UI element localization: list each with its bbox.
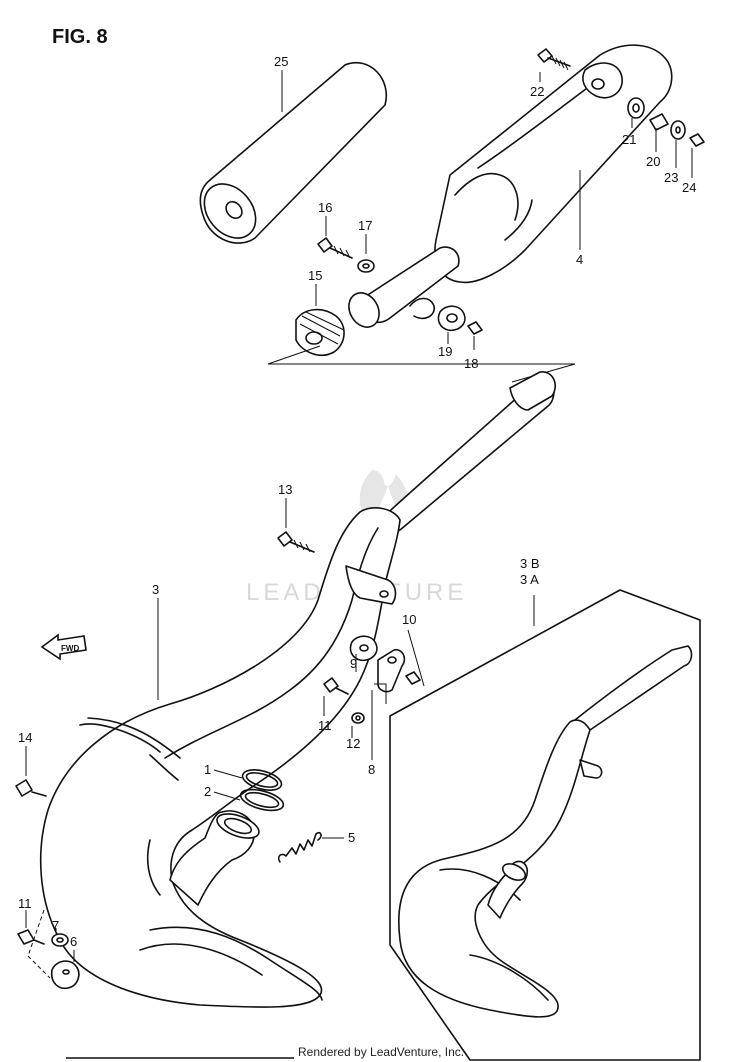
pipe-end-hardware (15, 779, 80, 990)
callout-11-lower: 11 (18, 896, 32, 911)
callout-25: 25 (274, 54, 288, 69)
callout-20: 20 (646, 154, 660, 169)
callout-numbers: 25 22 21 20 23 24 4 16 17 15 19 18 13 3 … (18, 54, 696, 949)
callout-13: 13 (278, 482, 292, 497)
callout-23: 23 (664, 170, 678, 185)
muffler (348, 44, 673, 328)
callout-12: 12 (346, 736, 360, 751)
callout-3b: 3 B (520, 556, 540, 571)
callout-10: 10 (402, 612, 416, 627)
muffler-inlet-hardware (295, 237, 483, 356)
exhaust-spring (277, 831, 322, 863)
callout-3: 3 (152, 582, 159, 597)
callout-6: 6 (70, 934, 77, 949)
callout-11-upper: 11 (318, 718, 332, 733)
inset-alt-pipe (389, 589, 701, 1061)
callout-3a: 3 A (520, 572, 539, 587)
exhaust-gaskets (239, 769, 285, 812)
pipe-mount-hardware (277, 531, 421, 724)
callout-1: 1 (204, 762, 211, 777)
callout-17: 17 (358, 218, 372, 233)
callout-19: 19 (438, 344, 452, 359)
callout-7: 7 (52, 918, 59, 933)
callout-2: 2 (204, 784, 211, 799)
callout-24: 24 (682, 180, 696, 195)
exhaust-pipe (39, 371, 556, 1008)
callout-8: 8 (368, 762, 375, 777)
callout-4: 4 (576, 252, 583, 267)
callout-16: 16 (318, 200, 332, 215)
fwd-label: FWD (61, 644, 79, 653)
muffler-mount-hardware (537, 48, 705, 147)
callout-5: 5 (348, 830, 355, 845)
silencer-cover (199, 62, 388, 244)
callout-9: 9 (350, 656, 357, 671)
leader-lines (25, 70, 693, 962)
callout-21: 21 (622, 132, 636, 147)
forward-arrow-icon: FWD (40, 633, 87, 661)
callout-18: 18 (464, 356, 478, 371)
callout-15: 15 (308, 268, 322, 283)
footer-credit: Rendered by LeadVenture, Inc. (298, 1045, 464, 1059)
callout-22: 22 (530, 84, 544, 99)
figure-title: FIG. 8 (52, 26, 108, 48)
callout-14: 14 (18, 730, 32, 745)
